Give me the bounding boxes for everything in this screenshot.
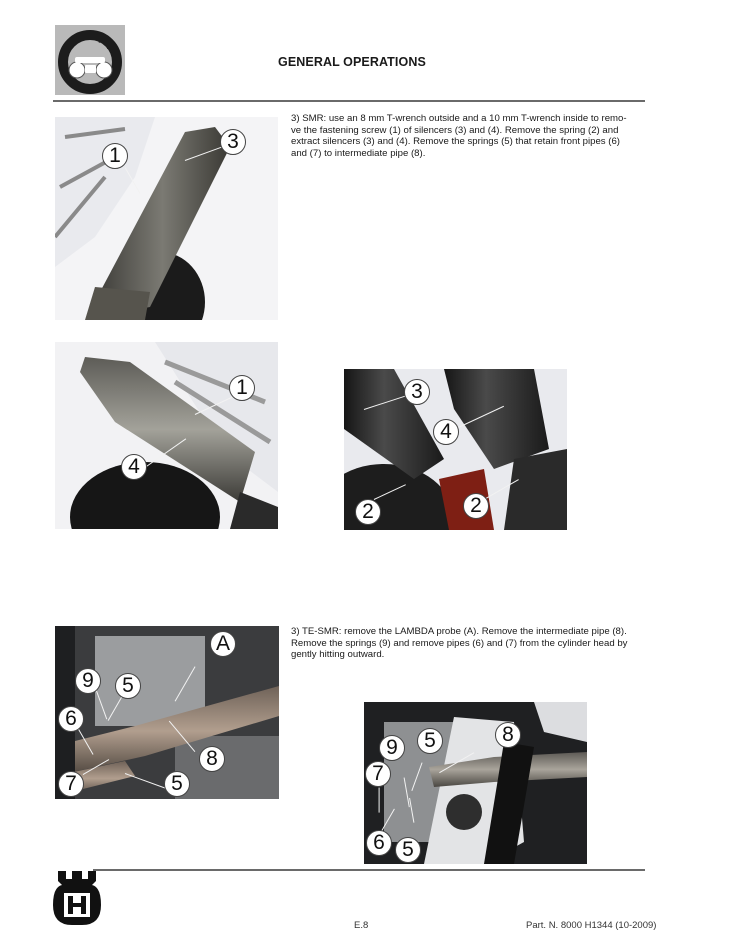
callout-2: 2 (463, 493, 489, 519)
motorcycle-cycle-arrow-icon (58, 30, 122, 94)
page-number: E.8 (354, 920, 369, 931)
text-line: 3) SMR: use an 8 mm T-wrench outside and… (291, 113, 627, 124)
footer-divider (93, 869, 645, 871)
callout-9: 9 (75, 668, 101, 694)
callout-5: 5 (417, 728, 443, 754)
callout-6: 6 (366, 830, 392, 856)
text-line: Remove the springs (9) and remove pipes … (291, 637, 628, 649)
callout-4: 4 (121, 454, 147, 480)
callout-1: 1 (229, 375, 255, 401)
husqvarna-crown-h-logo (52, 869, 102, 927)
callout-4: 4 (433, 419, 459, 445)
section-icon-motorcycle (55, 25, 125, 95)
photo-silencer-left: 1 4 (55, 342, 278, 529)
photo-silencers-rear: 3 4 2 2 (344, 369, 567, 530)
callout-5: 5 (115, 673, 141, 699)
callout-9: 9 (379, 735, 405, 761)
part-number: Part. N. 8000 H1344 (10-2009) (526, 920, 657, 931)
photo-exhaust-pipes-engine: A 9 5 6 8 7 5 (55, 626, 279, 799)
step-text-te-smr: 3) TE-SMR: remove the LAMBDA probe (A). … (291, 626, 646, 661)
text-line: extract silencers (3) and (4). Remove th… (291, 136, 620, 148)
callout-5: 5 (164, 771, 190, 797)
callout-3: 3 (220, 129, 246, 155)
callout-3: 3 (404, 379, 430, 405)
header-divider (53, 100, 645, 102)
photo-silencer-right: 1 3 (55, 117, 278, 320)
text-line: gently hitting outward. (291, 649, 385, 661)
page-title: GENERAL OPERATIONS (278, 55, 426, 69)
callout-1: 1 (102, 143, 128, 169)
text-line: 3) TE-SMR: remove the LAMBDA probe (A). … (291, 626, 627, 637)
photo-exhaust-pipes-frame: 8 9 5 7 6 5 (364, 702, 587, 864)
text-line: ve the fastening screw (1) of silencers … (291, 124, 619, 136)
callout-5: 5 (395, 837, 421, 863)
text-line: and (7) to intermediate pipe (8). (291, 147, 426, 159)
callout-8: 8 (199, 746, 225, 772)
callout-a: A (210, 631, 236, 657)
callout-2: 2 (355, 499, 381, 525)
callout-7: 7 (58, 771, 84, 797)
callout-6: 6 (58, 706, 84, 732)
callout-8: 8 (495, 722, 521, 748)
callout-7: 7 (365, 761, 391, 787)
step-text-smr: 3) SMR: use an 8 mm T-wrench outside and… (291, 113, 645, 159)
